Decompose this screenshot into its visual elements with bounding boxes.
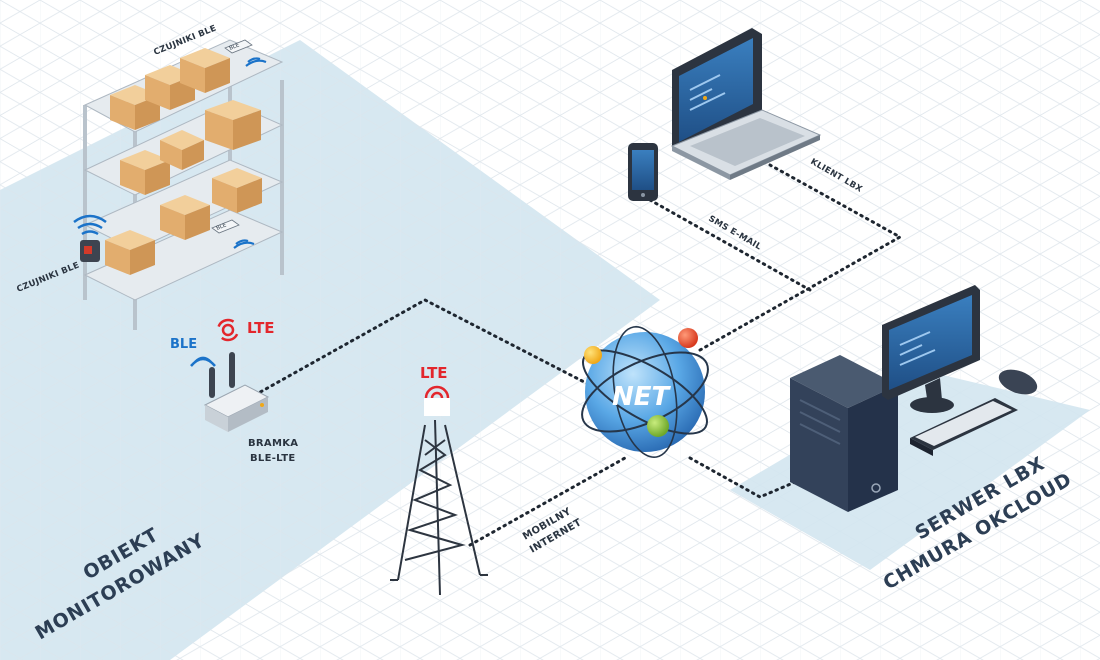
svg-text:BLE: BLE	[216, 222, 228, 232]
gateway-ble-signal: BLE	[170, 337, 216, 367]
keyboard	[910, 398, 1018, 456]
monitor	[882, 285, 980, 413]
svg-text:NET: NET	[612, 382, 672, 412]
smartphone	[628, 143, 658, 201]
lte-tower	[390, 419, 488, 596]
internet-globe: NET	[581, 325, 709, 459]
ble-sensor-tag: BLE	[211, 219, 255, 249]
warehouse-shelf: BLE BLE	[73, 39, 284, 330]
ble-lte-gateway	[203, 352, 270, 432]
server-zone	[730, 372, 1090, 570]
server-tower	[790, 355, 898, 512]
gateway-label-line1: BRAMKA	[248, 438, 298, 449]
mouse	[998, 369, 1038, 395]
gateway-lte-signal: LTE	[216, 318, 275, 342]
svg-text:LTE: LTE	[420, 364, 448, 382]
tower-lte-signal: LTE	[420, 364, 450, 416]
gateway-label-line2: BLE-LTE	[250, 453, 295, 464]
ble-sensor-tag: BLE	[224, 39, 267, 67]
connection-lines	[253, 163, 904, 547]
svg-text:BLE: BLE	[229, 42, 241, 52]
svg-text:LTE: LTE	[247, 319, 275, 337]
ble-sensor-device	[73, 214, 107, 262]
svg-text:BLE: BLE	[170, 337, 197, 352]
cardboard-boxes	[105, 48, 262, 275]
laptop	[670, 28, 822, 180]
